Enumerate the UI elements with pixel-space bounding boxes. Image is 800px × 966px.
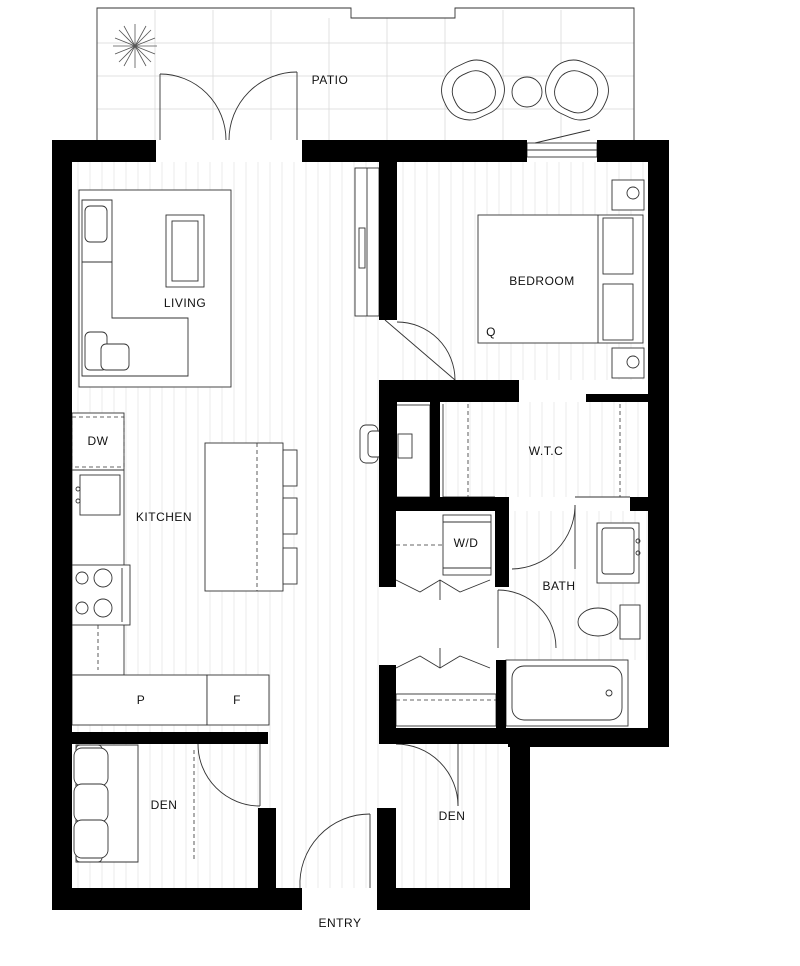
patio-outline xyxy=(96,7,635,140)
linen-bifold-door[interactable] xyxy=(395,648,491,669)
patio-chair-icon xyxy=(441,59,505,121)
patio-table-icon xyxy=(511,76,543,108)
room-label-living: LIVING xyxy=(164,296,206,310)
toilet-icon xyxy=(577,604,641,640)
bar-stool-icon xyxy=(282,547,298,585)
sofa-icon xyxy=(81,199,189,377)
kitchen-island-icon xyxy=(204,442,284,592)
entry-door[interactable] xyxy=(299,813,371,889)
bathroom-sink-icon xyxy=(596,522,641,584)
room-label-den-right: DEN xyxy=(439,809,466,823)
nightstand-icon xyxy=(611,179,645,211)
closet-sliding-door xyxy=(354,167,380,317)
den-left-door[interactable] xyxy=(197,743,261,807)
hall-door[interactable] xyxy=(497,589,557,649)
nightstand-icon xyxy=(611,347,645,379)
walls xyxy=(52,140,669,910)
den-right-door[interactable] xyxy=(395,743,459,807)
patio-area: PATIO xyxy=(96,7,635,140)
stove-icon xyxy=(71,564,131,626)
room-label-bedroom: BEDROOM xyxy=(509,274,575,288)
washer-dryer-icon xyxy=(442,514,492,576)
patio-door[interactable] xyxy=(159,71,298,141)
laundry-bifold-door[interactable] xyxy=(395,579,491,600)
bar-stool-icon xyxy=(282,449,298,487)
fridge-icon xyxy=(206,674,270,726)
pantry-label: P xyxy=(137,693,146,707)
bathtub-icon xyxy=(505,659,629,727)
desk-chair-icon xyxy=(359,424,383,464)
bed-size-label: Q xyxy=(486,325,496,339)
washer-dryer-label: W/D xyxy=(454,536,479,550)
bedroom-window xyxy=(526,129,598,158)
kitchen-counter xyxy=(71,412,125,676)
bed-icon xyxy=(477,214,644,344)
coffee-table-icon xyxy=(165,214,205,288)
patio-chair-icon xyxy=(545,59,609,121)
room-label-patio: PATIO xyxy=(312,73,349,87)
fridge-label: F xyxy=(233,693,241,707)
den-sofa-icon xyxy=(73,744,139,863)
bedroom-door[interactable] xyxy=(384,319,456,381)
bath-door[interactable] xyxy=(511,504,576,570)
dishwasher-label: DW xyxy=(88,434,109,448)
room-label-wtc: W.T.C xyxy=(529,444,564,458)
room-label-den-left: DEN xyxy=(151,798,178,812)
room-label-bath: BATH xyxy=(542,579,575,593)
entry-label: ENTRY xyxy=(319,916,362,930)
room-label-kitchen: KITCHEN xyxy=(136,510,192,524)
plant-icon xyxy=(113,24,157,68)
patio-paving-grid xyxy=(97,10,634,140)
pantry-cabinet xyxy=(71,674,208,726)
bar-stool-icon xyxy=(282,497,298,535)
